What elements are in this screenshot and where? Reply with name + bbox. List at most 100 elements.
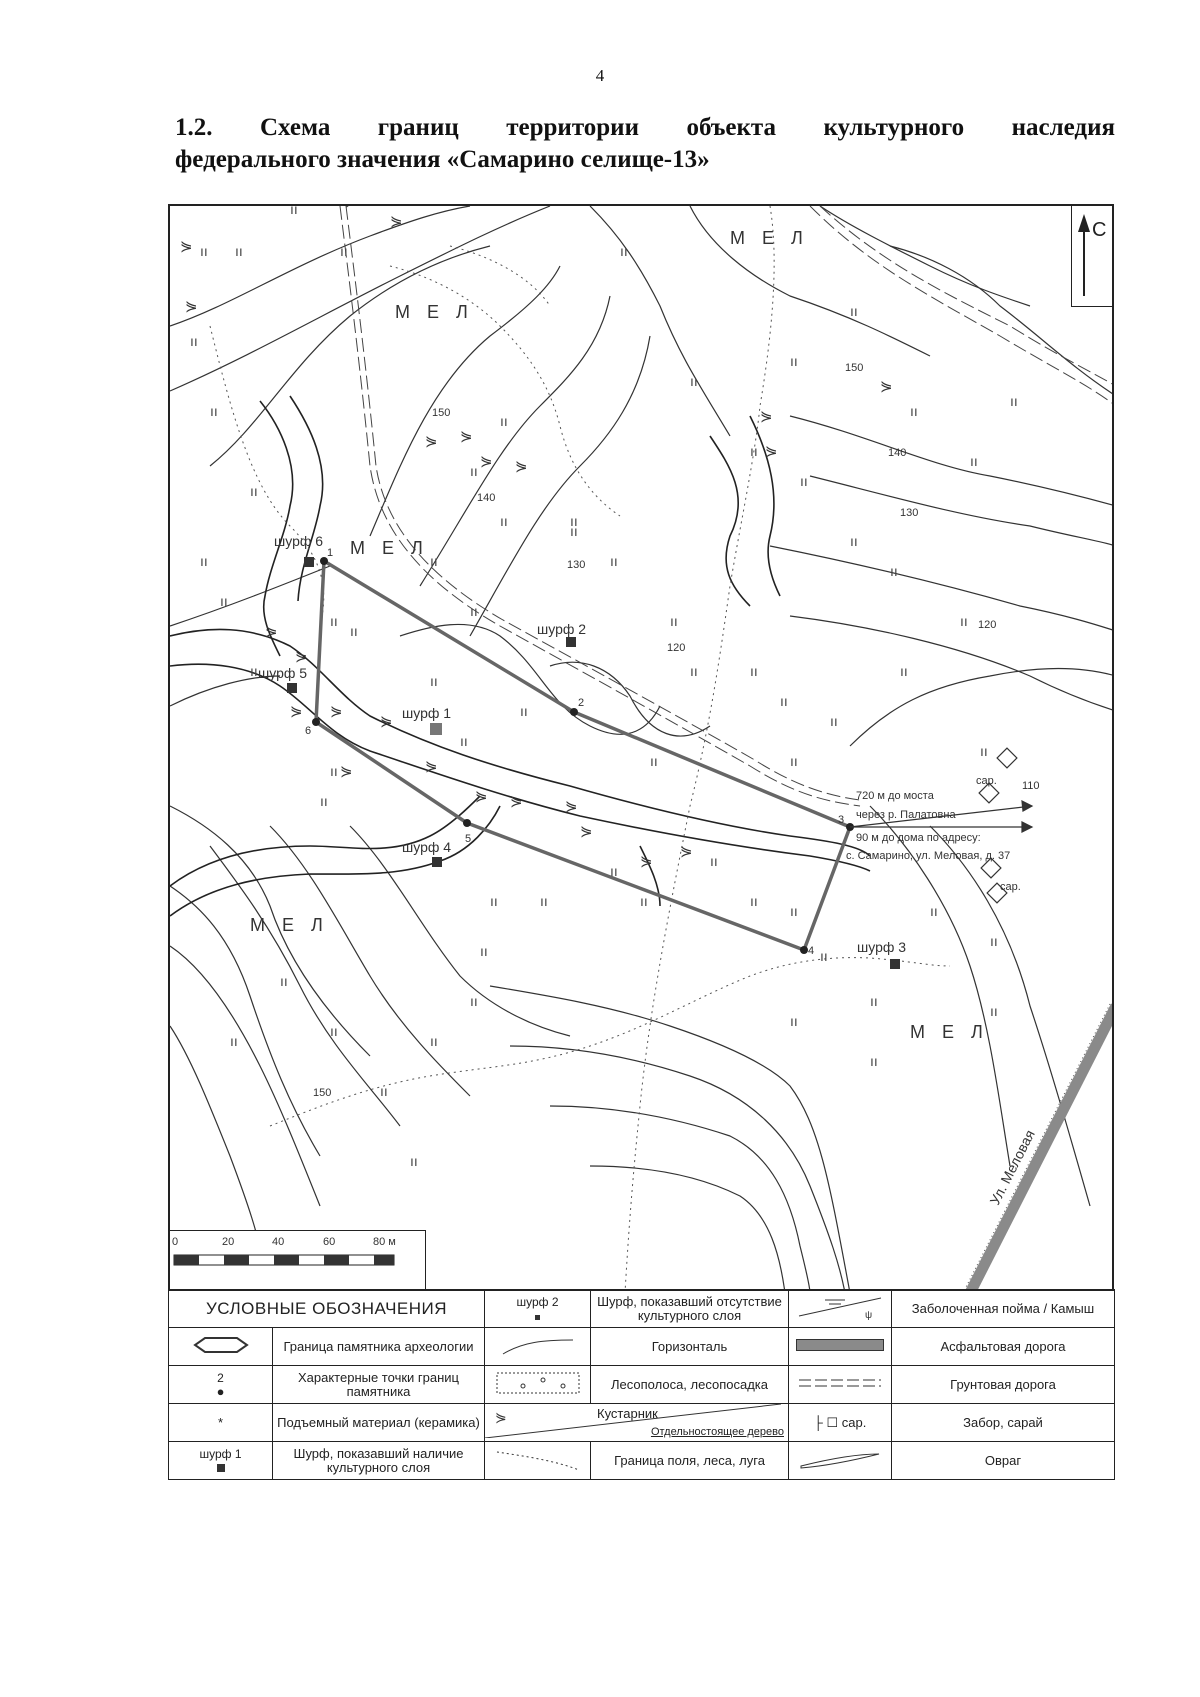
svg-text:⋟: ⋟	[580, 822, 593, 840]
svg-text:⋟: ⋟	[640, 852, 653, 870]
svg-text:⋟: ⋟	[290, 702, 303, 720]
svg-text:ıı: ıı	[250, 663, 258, 679]
site-boundary	[314, 559, 852, 952]
svg-text:ıı: ıı	[460, 733, 468, 749]
legend-heading: УСЛОВНЫЕ ОБОЗНАЧЕНИЯ	[168, 1289, 485, 1328]
svg-text:ıı: ıı	[470, 463, 478, 479]
legend-fence-symbol: ├ ☐ сар.	[788, 1403, 892, 1442]
bridge-note: 720 м до моста	[856, 790, 935, 802]
contour-label: 140	[888, 447, 906, 459]
svg-text:⋟: ⋟	[475, 787, 488, 805]
point-label: 6	[305, 725, 311, 737]
svg-text:ıı: ıı	[820, 948, 828, 964]
svg-text:ıı: ıı	[650, 753, 658, 769]
legend-material-desc: Подъемный материал (керамика)	[272, 1403, 485, 1442]
svg-text:ıı: ıı	[570, 523, 578, 539]
svg-text:ıı: ıı	[870, 993, 878, 1009]
site-map[interactable]: ıı ıı ıı ıı ıı ıı ıı ıı ıı ıı ıı ıı ıı ıı ıı ıı ıı ıı…	[168, 204, 1114, 1291]
svg-text:⋟: ⋟	[515, 457, 528, 475]
svg-text:ıı: ıı	[790, 1013, 798, 1029]
svg-text:ıı: ıı	[790, 353, 798, 369]
svg-text:⋟: ⋟	[760, 407, 773, 425]
contour-icon	[502, 1339, 573, 1355]
legend-shurf2-symbol: шурф 2	[484, 1289, 591, 1328]
title-word: территории	[506, 114, 639, 141]
svg-text:ıı: ıı	[190, 333, 198, 349]
svg-text:ıı: ıı	[430, 1033, 438, 1049]
svg-text:ıı: ıı	[800, 473, 808, 489]
svg-text:ıı: ıı	[430, 673, 438, 689]
mel-label: М Е Л	[910, 1022, 989, 1042]
svg-text:ıı: ıı	[540, 893, 548, 909]
scale-tick: 0	[172, 1236, 178, 1248]
legend-boundary-symbol	[168, 1327, 273, 1366]
svg-text:ıı: ıı	[710, 853, 718, 869]
point-label: 5	[465, 833, 471, 845]
boundary-points	[312, 557, 854, 954]
svg-text:ıı: ıı	[430, 553, 438, 569]
svg-text:⋟: ⋟	[480, 452, 493, 470]
dirt-road-icon	[799, 1379, 881, 1387]
svg-text:ıı: ıı	[520, 703, 528, 719]
shed-symbols	[978, 747, 1018, 904]
legend-asphalt-symbol	[788, 1327, 892, 1366]
svg-text:ψ: ψ	[865, 1310, 872, 1320]
svg-text:ıı: ıı	[470, 993, 478, 1009]
legend-fence-desc: Забор, сарай	[891, 1403, 1115, 1442]
title-line-2: федерального значения «Самарино селище-1…	[175, 146, 710, 173]
svg-text:ıı: ıı	[500, 513, 508, 529]
scale-tick: 80 м	[373, 1236, 396, 1248]
svg-text:⋟: ⋟	[330, 702, 343, 720]
forest-icon	[496, 1372, 579, 1394]
contour-label: 130	[567, 559, 585, 571]
svg-text:ıı: ıı	[750, 443, 758, 459]
svg-text:ıı: ıı	[610, 863, 618, 879]
legend-shurf2-desc: Шурф, показавший отсутствие культурного …	[590, 1289, 789, 1328]
legend-points-desc: Характерные точки границ памятника	[272, 1365, 485, 1404]
ravine-icon	[800, 1453, 880, 1469]
svg-text:ıı: ıı	[320, 793, 328, 809]
shurf-label: шурф 5	[258, 665, 307, 681]
svg-text:ıı: ıı	[850, 303, 858, 319]
legend-ravine-symbol	[788, 1441, 892, 1480]
svg-text:⋟: ⋟	[495, 1409, 507, 1425]
svg-text:ıı: ıı	[620, 243, 628, 259]
legend-forest-desc: Лесополоса, лесопосадка	[590, 1365, 789, 1404]
point-label: 4	[808, 945, 814, 957]
svg-text:⋟: ⋟	[295, 647, 308, 665]
legend-tree-desc: Отдельностоящее дерево	[650, 1426, 784, 1438]
svg-text:⋟: ⋟	[390, 212, 403, 230]
svg-text:ıı: ıı	[500, 413, 508, 429]
svg-text:ıı: ıı	[235, 243, 243, 259]
legend-shrub-desc: Кустарник	[597, 1406, 658, 1421]
legend-points-symbol: 2●	[168, 1365, 273, 1404]
contour-label: 150	[313, 1087, 331, 1099]
svg-text:ıı: ıı	[910, 403, 918, 419]
legend-shurf1-symbol: шурф 1	[168, 1441, 273, 1480]
mel-label: М Е Л	[730, 228, 809, 248]
contour-label: 130	[900, 507, 918, 519]
field-boundary-icon	[496, 1451, 579, 1471]
svg-text:ıı: ıı	[690, 663, 698, 679]
title-word: объекта	[686, 114, 776, 141]
svg-text:ıı: ıı	[970, 453, 978, 469]
north-label: С	[1092, 219, 1106, 241]
svg-text:ıı: ıı	[870, 1053, 878, 1069]
svg-text:ıı: ıı	[200, 553, 208, 569]
north-arrow: С	[1071, 206, 1112, 307]
svg-text:ıı: ıı	[990, 933, 998, 949]
legend-field-desc: Граница поля, леса, луга	[590, 1441, 789, 1480]
svg-text:ıı: ıı	[750, 663, 758, 679]
bridge-note: через р. Палатовна	[856, 809, 956, 821]
scale-bar-graphic: 0 20 40 60 80 м	[172, 1236, 396, 1266]
point-label: 2	[578, 697, 584, 709]
svg-text:ıı: ıı	[640, 893, 648, 909]
contour-label: 120	[667, 642, 685, 654]
contour-label: 120	[978, 619, 996, 631]
svg-text:ıı: ıı	[350, 623, 358, 639]
shed-label: сар.	[1000, 881, 1021, 893]
svg-text:ıı: ıı	[790, 903, 798, 919]
shurf-label: шурф 1	[402, 705, 451, 721]
legend-swamp-desc: Заболоченная пойма / Камыш	[891, 1289, 1115, 1328]
svg-text:⋟: ⋟	[765, 442, 778, 460]
